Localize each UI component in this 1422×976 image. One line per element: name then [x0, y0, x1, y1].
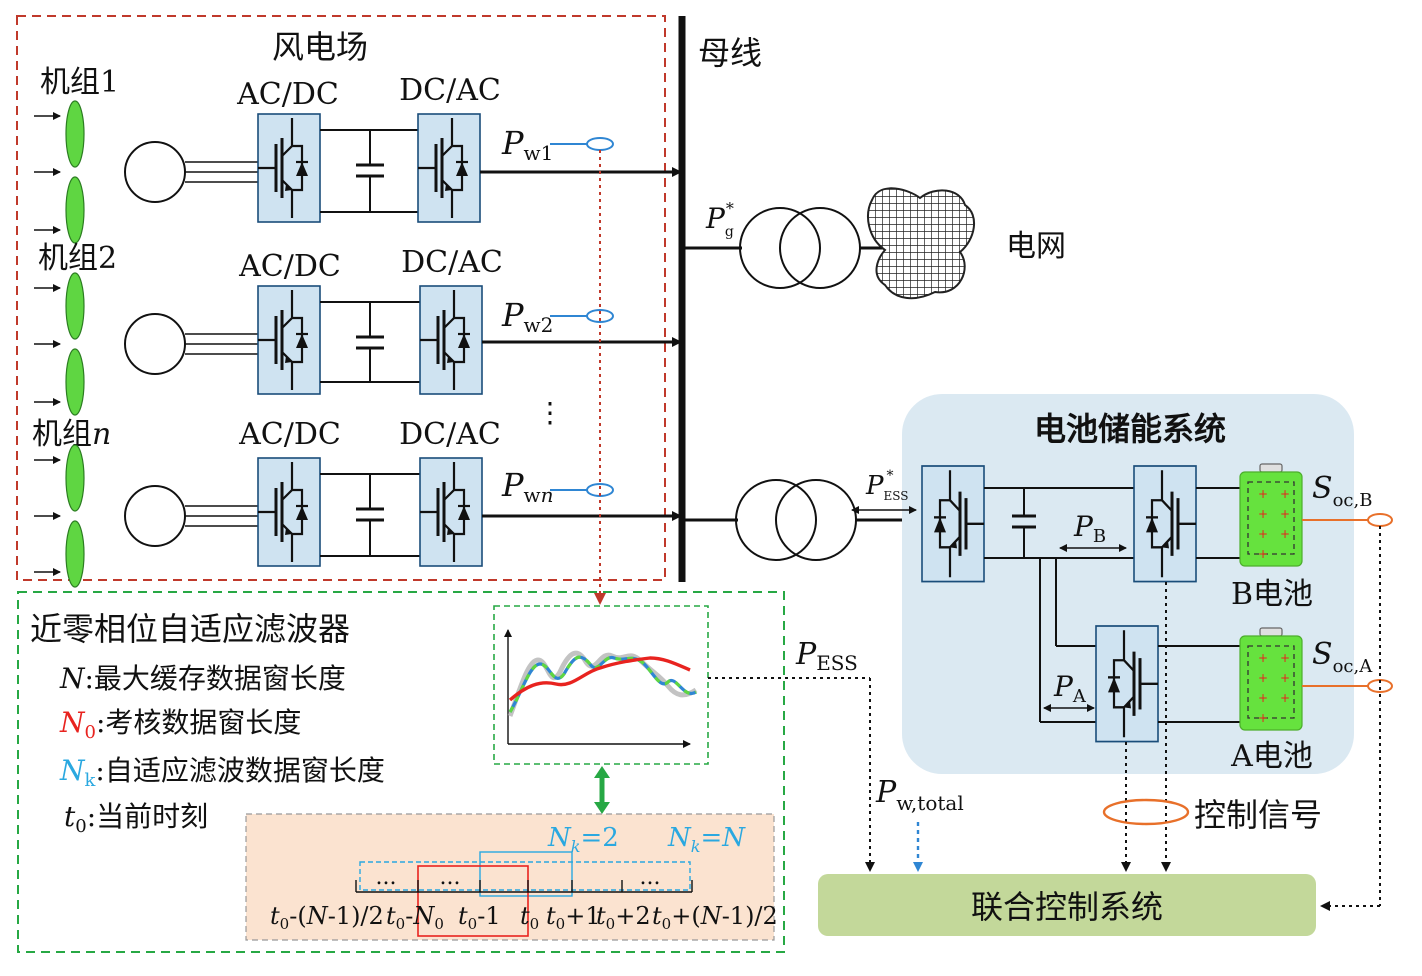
inverter-2: [418, 284, 484, 396]
battery-b-label: B电池: [1231, 577, 1313, 612]
turbine-blades-1: [65, 100, 85, 244]
filter-legend: N:最大缓存数据窗长度 N0:考核数据窗长度 Nk:自适应滤波数据窗长度 t0:…: [59, 662, 385, 837]
tick-2: t0-N0: [386, 902, 444, 933]
joint-control-system: [818, 874, 1316, 936]
inverter-label-2: DC/AC: [401, 245, 503, 280]
sensor-1: [586, 137, 614, 151]
power-grid-icon: [867, 187, 975, 300]
battery-a-icon: [1239, 627, 1303, 731]
rectifier-label-2: AC/DC: [238, 249, 341, 284]
nk2-label: Nk=2: [547, 823, 619, 856]
data-window-panel: [245, 813, 775, 941]
dots-3: ...: [640, 865, 661, 890]
legend-nk: Nk:自适应滤波数据窗长度: [59, 754, 385, 791]
unit-1-label: 机组1: [40, 65, 119, 100]
n0-window: [417, 865, 529, 937]
wind-farm-border: [16, 15, 666, 581]
pw2-label: Pw2: [501, 296, 553, 337]
bus-label: 母线: [698, 34, 762, 72]
dots-1: ...: [376, 865, 397, 890]
rectifier-label-1: AC/DC: [236, 77, 339, 112]
filter-plot-frame: [493, 605, 709, 765]
unit-2-label: 机组2: [38, 241, 117, 276]
pw1-label: Pw1: [501, 124, 553, 165]
ess-grid-converter: [920, 464, 986, 584]
inverter-1: [416, 112, 482, 224]
dots-2: ...: [440, 865, 461, 890]
tick-4: t0: [520, 902, 539, 933]
generator-n: [124, 485, 186, 547]
generator-1: [124, 141, 186, 203]
pwn-label: Pwn: [501, 466, 554, 507]
filter-title: 近零相位自适应滤波器: [30, 610, 350, 648]
grid-connection: Pg* 电网: [682, 187, 1066, 300]
generator-2: [124, 313, 186, 375]
tick-6: t0+2: [596, 902, 651, 933]
pess-star-label: PESS*: [865, 468, 909, 503]
legend-t0: t0:当前时刻: [64, 800, 208, 837]
battery-a-label: A电池: [1230, 739, 1313, 774]
battery-a-converter: [1094, 624, 1160, 744]
tick-3: t0-1: [458, 902, 501, 933]
joint-control-label: 联合控制系统: [971, 888, 1163, 926]
tick-1: t0-(N-1)/2: [270, 902, 384, 933]
inverter-label-1: DC/AC: [399, 73, 501, 108]
rectifier-label-n: AC/DC: [238, 417, 341, 452]
pess-label: PESS: [795, 637, 858, 675]
soc-b-sensor: [1367, 513, 1393, 527]
tick-7: t0+(N-1)/2: [652, 902, 778, 933]
pg-label: Pg*: [705, 199, 734, 240]
nkn-label: Nk=N: [667, 823, 746, 856]
turbine-blades-2: [65, 272, 85, 416]
soc-a-label: Soc,A: [1312, 637, 1373, 677]
filter-border: [17, 591, 785, 953]
sensor-2: [586, 309, 614, 323]
filter-plot: [504, 629, 698, 748]
ess-transformer-primary: [735, 479, 817, 561]
wind-unit-2: 机组2 AC/DC DC/AC Pw2: [34, 241, 682, 416]
battery-b-icon: [1239, 463, 1303, 567]
data-window-diagram: ... ... ... Nk=2 Nk=N t0-(N-1)/2 t0-N0 t…: [270, 823, 778, 937]
tick-5: t0+1: [546, 902, 601, 933]
wind-farm-title: 风电场: [272, 28, 368, 66]
control-signal-label: 控制信号: [1194, 796, 1322, 834]
wind-unit-n: 机组n AC/DC DC/AC Pwn: [32, 417, 682, 588]
units-ellipsis: ⋮: [536, 396, 564, 429]
control-signal-ring: [1102, 798, 1190, 826]
grid-label: 电网: [1006, 229, 1066, 264]
turbine-blades-n: [65, 444, 85, 588]
battery-b-converter: [1132, 464, 1198, 584]
grid-transformer-primary: [739, 207, 821, 289]
unit-n-label: 机组n: [32, 417, 111, 452]
rectifier-1: [256, 112, 322, 224]
soc-b-label: Soc,B: [1312, 471, 1372, 511]
inverter-n: [418, 456, 484, 568]
inverter-label-n: DC/AC: [399, 417, 501, 452]
pa-label: PA: [1053, 670, 1087, 707]
rectifier-n: [256, 456, 322, 568]
battery-system-title: 电池储能系统: [1034, 410, 1226, 448]
legend-n0: N0:考核数据窗长度: [59, 706, 301, 743]
pw-total-label: Pw,total: [875, 775, 964, 815]
nk-2-window: [479, 851, 573, 897]
nk-n-window: [359, 861, 691, 891]
pb-label: PB: [1073, 510, 1106, 547]
legend-n: N:最大缓存数据窗长度: [59, 662, 346, 695]
rectifier-2: [256, 284, 322, 396]
wind-unit-1: 机组1 AC/DC DC/AC Pw1: [34, 65, 682, 244]
